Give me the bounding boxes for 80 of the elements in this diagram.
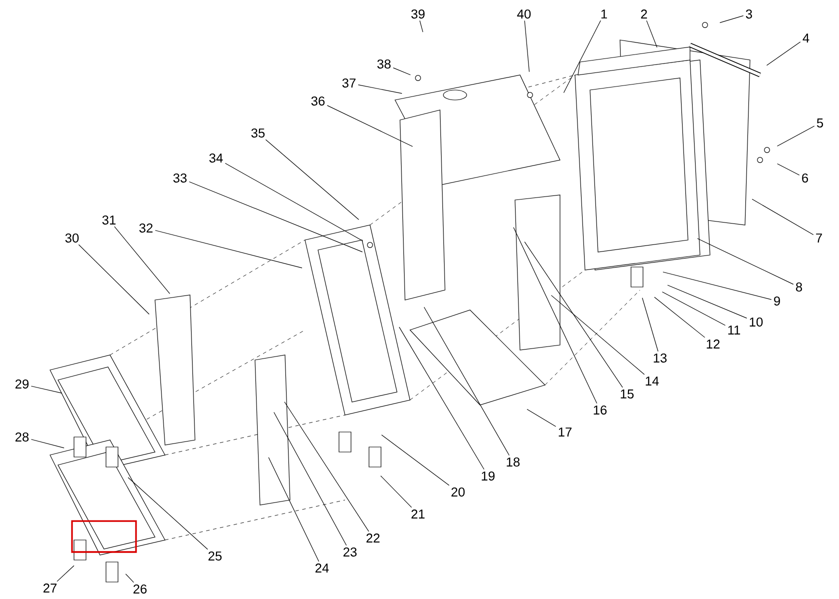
leader-line [524, 242, 623, 388]
leader-line [392, 68, 411, 76]
leader-line [524, 20, 530, 72]
callout-number: 14 [646, 376, 659, 386]
callout-number: 3 [746, 9, 752, 19]
leader-line [646, 20, 658, 48]
callout-number: 37 [342, 78, 356, 88]
callout-number: 20 [451, 487, 465, 497]
callout-number: 32 [139, 223, 153, 233]
leader-line [154, 230, 302, 268]
callout-number: 19 [482, 471, 495, 481]
callout-number: 2 [641, 10, 647, 18]
callout-number: 29 [15, 379, 29, 389]
leader-line [420, 20, 424, 32]
leader-line [642, 298, 658, 352]
leader-line [766, 42, 801, 66]
leader-line [720, 15, 744, 23]
callout-number: 8 [796, 282, 802, 292]
callout-number: 38 [377, 59, 391, 69]
leader-line [398, 326, 484, 470]
callout-number: 40 [517, 9, 531, 19]
callout-number: 35 [251, 128, 265, 138]
leader-line [326, 105, 413, 147]
leader-line [380, 476, 412, 508]
leader-line [654, 296, 706, 338]
callout-number: 26 [133, 584, 147, 594]
leader-line [424, 306, 510, 456]
callout-number: 36 [311, 96, 325, 106]
leader-line [662, 272, 772, 300]
leader-line [667, 284, 748, 318]
callout-number: 5 [816, 118, 824, 128]
callout-number: 25 [208, 551, 222, 561]
callout-number: 27 [43, 584, 57, 592]
leader-line [513, 227, 598, 404]
leader-line [128, 477, 208, 550]
leader-line [697, 238, 794, 285]
callout-number: 28 [15, 432, 29, 442]
callout-number: 21 [411, 510, 425, 518]
callout-number: 1 [601, 10, 607, 18]
callout-number: 39 [411, 9, 425, 19]
leader-line [125, 574, 134, 583]
leader-line [526, 408, 556, 427]
callout-number: 18 [506, 457, 520, 467]
leader-line [30, 386, 62, 394]
leader-line [274, 412, 347, 546]
callout-number: 11 [728, 326, 740, 334]
callout-number: 31 [102, 215, 116, 225]
callout-number: 7 [816, 234, 822, 242]
callout-number: 22 [366, 534, 380, 542]
callout-number: 33 [173, 173, 187, 183]
leader-line [563, 20, 601, 93]
callout-number: 13 [654, 353, 667, 363]
callout-number: 34 [209, 153, 223, 163]
leader-line [224, 162, 364, 242]
leader-line [268, 457, 320, 562]
leader-line [358, 84, 402, 94]
callout-number: 15 [620, 390, 634, 398]
leader-line [550, 295, 645, 375]
leader-line [188, 181, 363, 252]
leader-line [78, 244, 150, 315]
callout-number: 30 [65, 233, 79, 243]
leader-line [752, 198, 814, 236]
leader-line [662, 292, 726, 326]
leader-line [777, 163, 800, 176]
callout-number: 24 [315, 564, 329, 572]
callout-number: 6 [802, 173, 808, 183]
callout-number: 4 [802, 34, 810, 42]
callout-number: 9 [774, 296, 780, 306]
leader-line [114, 226, 170, 294]
leader-line [265, 139, 360, 220]
leader-line [776, 126, 815, 146]
callout-number: 10 [750, 317, 763, 327]
leader-line [30, 439, 64, 448]
callout-number: 12 [706, 340, 720, 348]
callout-number: 23 [343, 547, 357, 557]
leader-line [284, 402, 370, 532]
leader-line [381, 434, 450, 486]
callout-number: 17 [558, 428, 572, 436]
leader-line [56, 565, 74, 582]
callout-number: 16 [594, 405, 607, 415]
